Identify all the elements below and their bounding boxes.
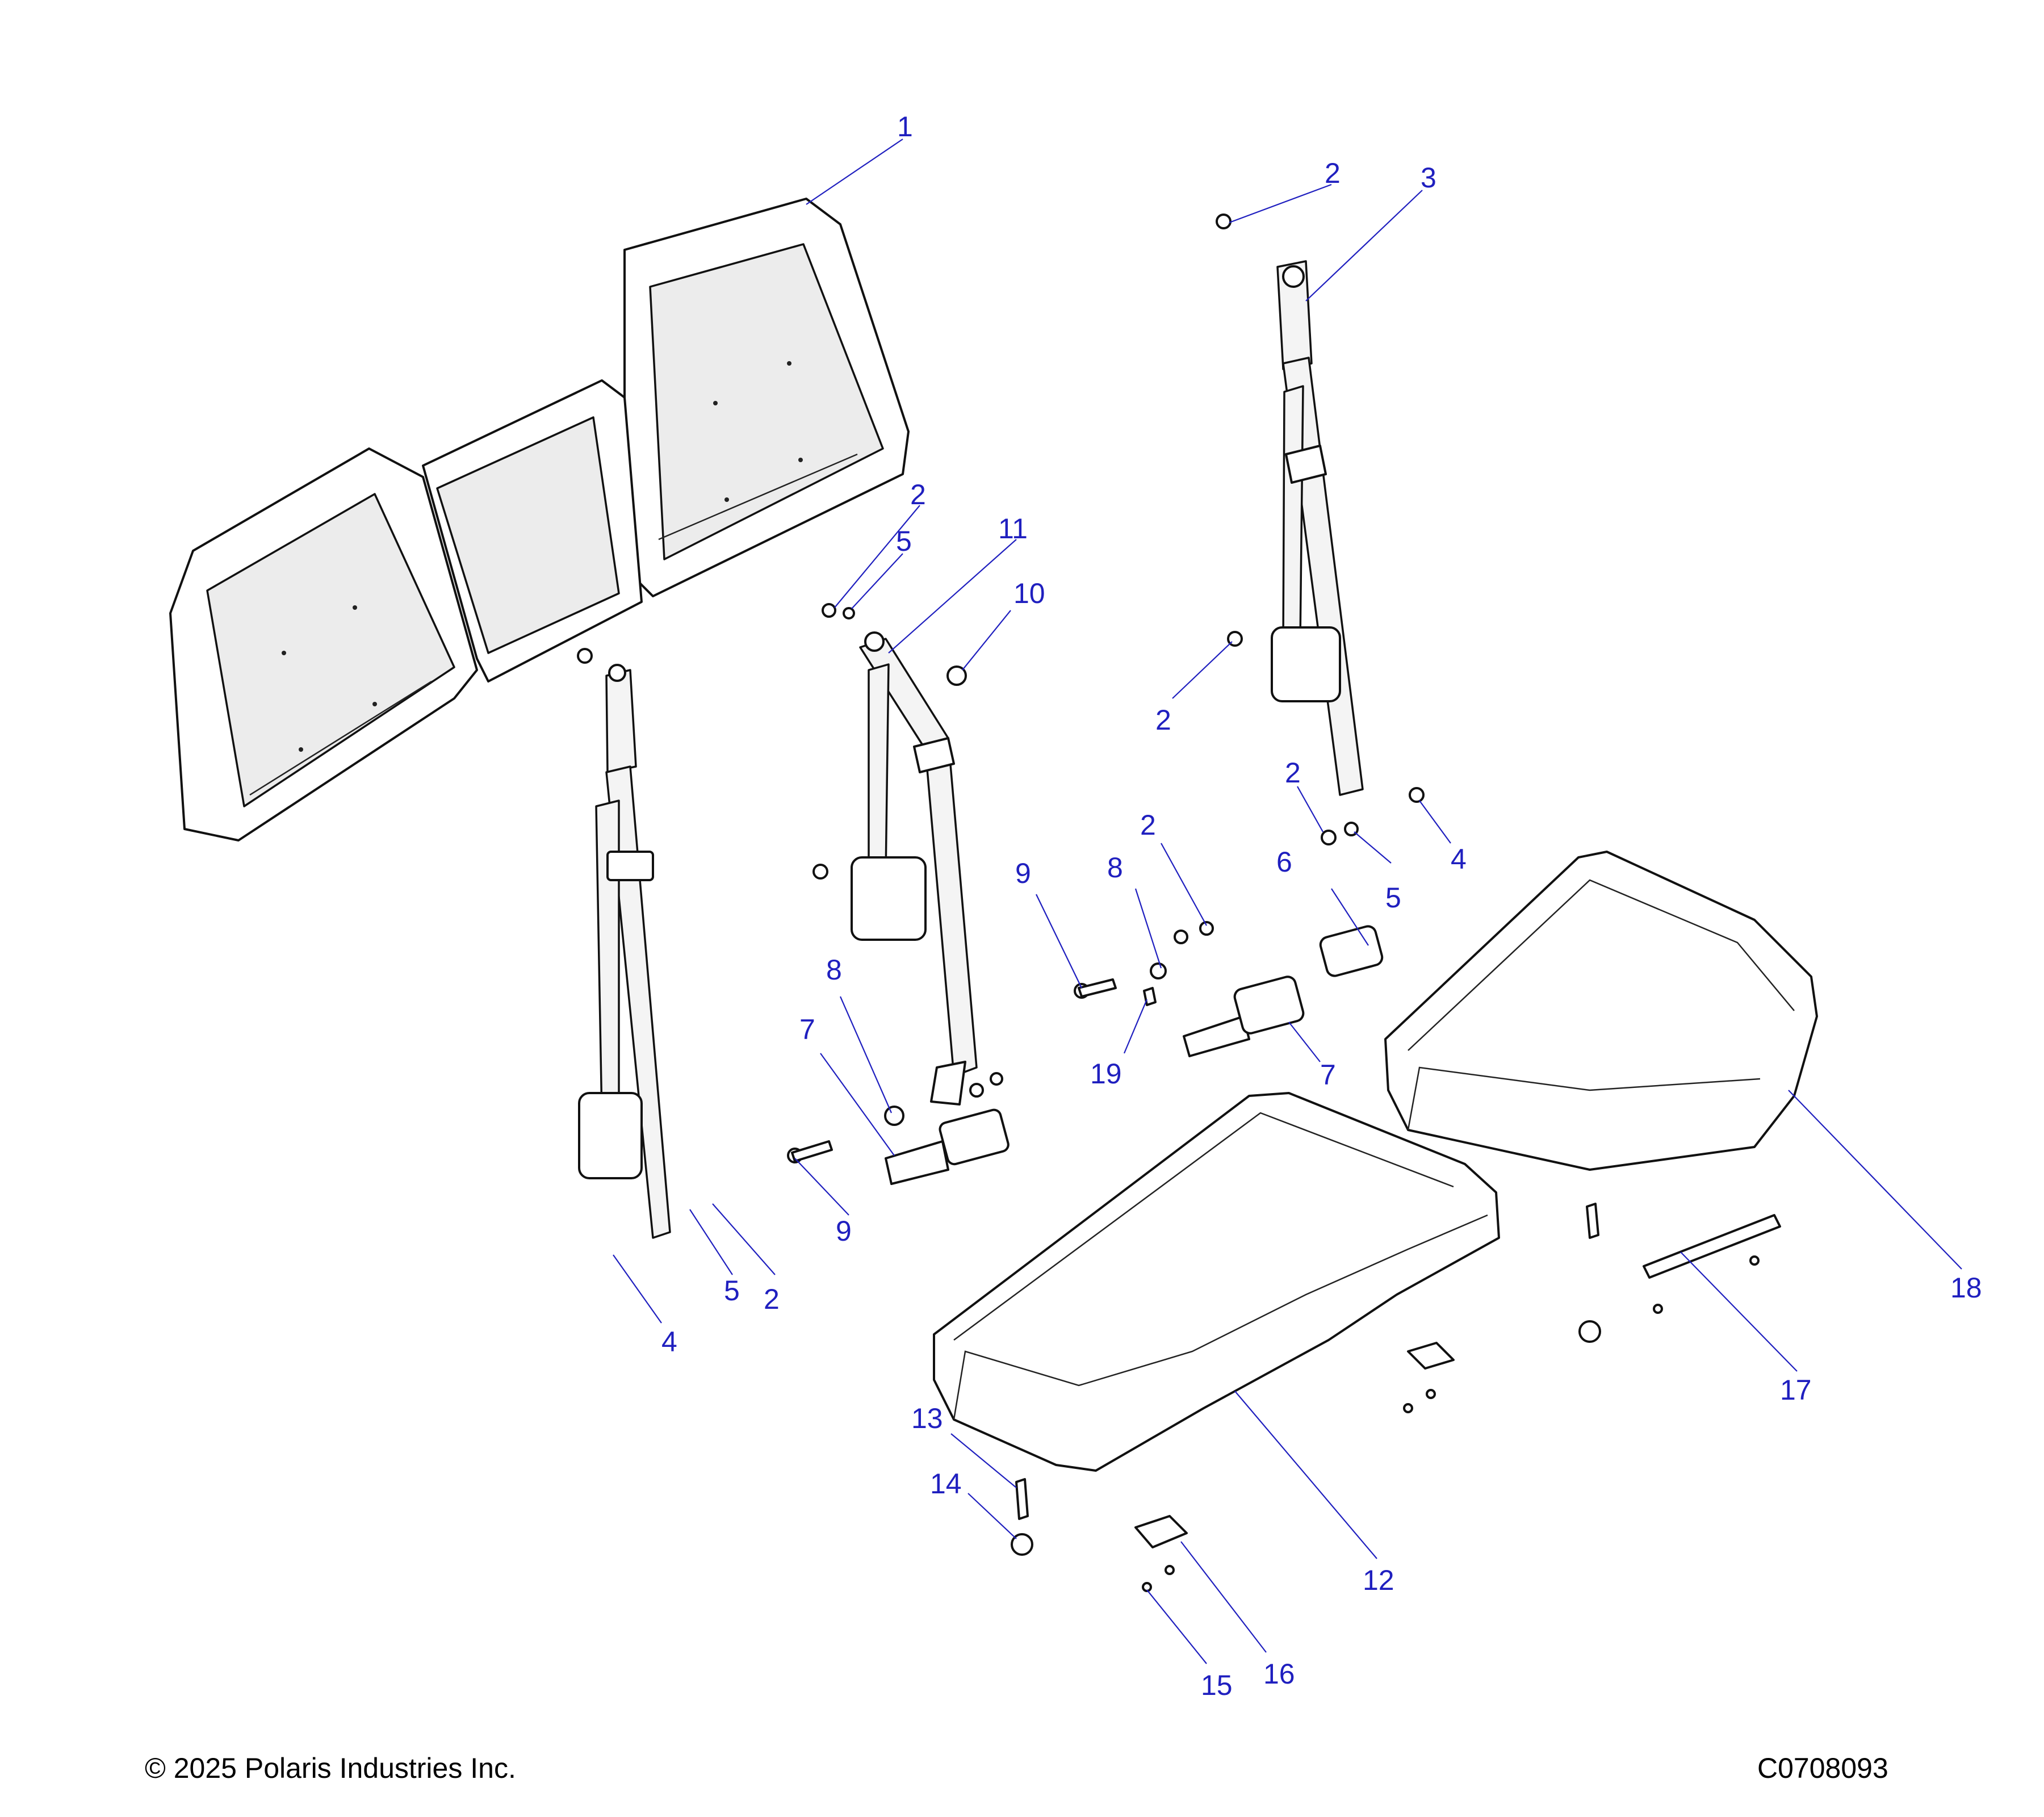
drawing-number: C0708093 [1757,1752,1888,1784]
callout-6: 6 [1276,846,1292,878]
callout-12: 12 [1363,1564,1394,1596]
copyright-notice: © 2025 Polaris Industries Inc. [145,1752,516,1784]
callout-14: 14 [930,1468,962,1500]
callout-2: 2 [764,1283,780,1315]
buckle-right [1074,921,1384,1057]
callout-18: 18 [1950,1272,1982,1304]
mounting-hardware [1011,1203,1781,1592]
callout-4: 4 [1451,843,1467,875]
callout-2: 2 [1285,757,1301,789]
callout-labels: 1 2 3 2 5 11 10 2 2 4 5 6 9 8 2 8 7 9 19… [661,111,1982,1701]
callout-16: 16 [1263,1658,1295,1690]
callout-4: 4 [661,1326,677,1358]
callout-9: 9 [836,1215,852,1247]
callout-7: 7 [799,1014,815,1045]
callout-5: 5 [724,1275,740,1307]
callout-1: 1 [897,111,913,143]
callout-13: 13 [911,1402,943,1434]
callout-2: 2 [1325,157,1341,189]
callout-5: 5 [1385,882,1401,914]
callout-5: 5 [896,525,912,557]
callout-7: 7 [1320,1059,1336,1091]
seat-belt-right [1216,213,1425,845]
callout-3: 3 [1421,162,1436,194]
callout-2: 2 [1140,809,1156,841]
leader-lines [613,139,1962,1664]
seat-cushion-left [933,1092,1500,1472]
callout-10: 10 [1013,577,1045,609]
callout-15: 15 [1201,1669,1233,1701]
callout-2: 2 [910,479,926,510]
callout-8: 8 [1107,852,1123,884]
buckle-left [787,1106,1010,1185]
callout-8: 8 [826,954,842,986]
callout-19: 19 [1090,1058,1122,1090]
callout-17: 17 [1780,1374,1812,1406]
callout-9: 9 [1015,857,1031,889]
seat-belt-center [812,603,1003,1106]
callout-11: 11 [998,513,1028,545]
seat-cushion-right [1384,851,1818,1171]
seat-back-panel [169,198,910,841]
callout-2: 2 [1155,704,1171,736]
seat-belt-left [577,648,671,1239]
